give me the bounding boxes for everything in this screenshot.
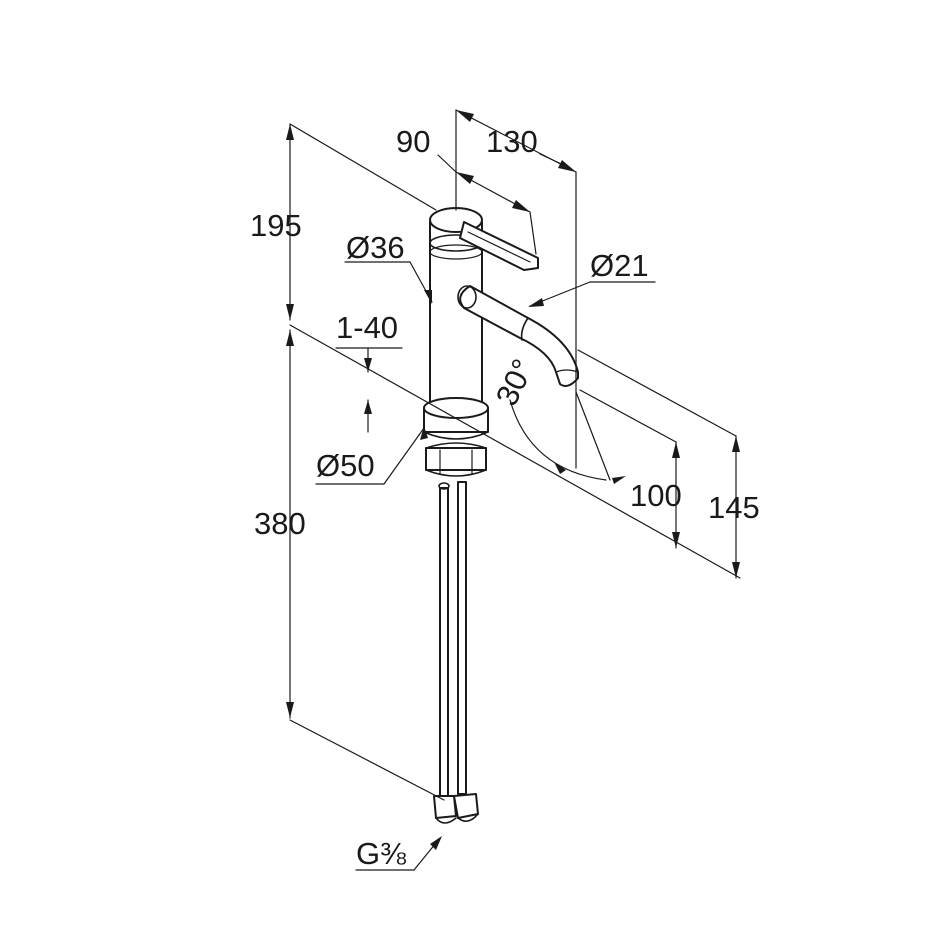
- dim-100-label: 100: [630, 478, 682, 513]
- dim-angle-label: 30°: [489, 354, 541, 411]
- dim-spout-diameter-label: Ø21: [590, 248, 649, 283]
- dim-130-label: 130: [486, 124, 538, 159]
- dim-90-label: 90: [396, 124, 430, 159]
- dim-195-label: 195: [250, 208, 302, 243]
- dim-thread-label: G⅜: [356, 836, 406, 871]
- dim-body-diameter-label: Ø36: [346, 230, 405, 265]
- lever-handle: [459, 221, 539, 271]
- dim-deck-thickness-label: 1-40: [336, 310, 398, 345]
- dim-base-diameter-label: Ø50: [316, 448, 375, 483]
- dim-145-label: 145: [708, 490, 760, 525]
- dimension-labels: 130 90 195 Ø36 Ø21 1-40 30° Ø50 100 145 …: [250, 124, 760, 871]
- supply-hoses: [433, 481, 479, 824]
- dim-380-label: 380: [254, 506, 306, 541]
- dimension-lines: [286, 109, 741, 871]
